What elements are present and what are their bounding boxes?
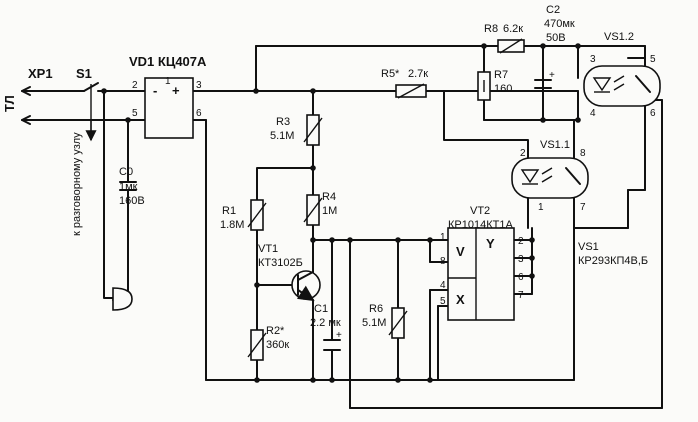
svg-text:R8: R8 xyxy=(484,23,498,35)
svg-text:R6: R6 xyxy=(369,303,383,315)
svg-text:2.7к: 2.7к xyxy=(408,68,428,80)
resistor-r6: R6 5.1М xyxy=(362,303,408,339)
svg-text:8: 8 xyxy=(580,148,586,159)
svg-text:6: 6 xyxy=(196,108,202,119)
vd1-bridge: VD1 КЦ407А 2 3 5 6 - + 1 xyxy=(129,54,207,139)
vs1-type: КР293КП4В,Б xyxy=(578,255,648,267)
svg-text:R7: R7 xyxy=(494,69,508,81)
resistor-r4: R4 1М xyxy=(303,191,337,226)
svg-text:1: 1 xyxy=(440,232,446,243)
optocoupler-vs11: VS1.1 2 1 8 7 xyxy=(511,139,589,213)
svg-text:5: 5 xyxy=(650,54,656,65)
svg-text:5.1М: 5.1М xyxy=(362,317,386,329)
svg-text:КР1014КТ1А: КР1014КТ1А xyxy=(448,219,513,231)
svg-text:6: 6 xyxy=(650,108,656,119)
svg-text:VT2: VT2 xyxy=(470,205,490,217)
svg-text:+: + xyxy=(336,330,342,341)
svg-text:5.1М: 5.1М xyxy=(270,130,294,142)
svg-text:R5*: R5* xyxy=(381,68,400,80)
svg-text:C1: C1 xyxy=(314,303,328,315)
svg-text:C2: C2 xyxy=(546,4,560,16)
svg-text:6.2к: 6.2к xyxy=(503,23,523,35)
svg-text:КТ3102Б: КТ3102Б xyxy=(258,257,303,269)
talk-node-label: к разговорному узлу xyxy=(71,132,83,236)
svg-text:3: 3 xyxy=(196,80,202,91)
svg-text:2: 2 xyxy=(132,80,138,91)
svg-text:+: + xyxy=(549,70,555,81)
svg-text:2.2 мк: 2.2 мк xyxy=(310,317,341,329)
resistor-r7: R7 160 xyxy=(477,69,512,101)
svg-text:8: 8 xyxy=(440,256,446,267)
resistor-r2: R2* 360к xyxy=(247,325,289,361)
svg-text:7: 7 xyxy=(580,202,586,213)
svg-text:4: 4 xyxy=(590,108,596,119)
svg-text:7: 7 xyxy=(518,290,524,301)
svg-text:1М: 1М xyxy=(322,205,337,217)
xp1-label: XP1 xyxy=(28,66,53,81)
capacitor-c0: C0 1мк 160В xyxy=(119,166,145,207)
resistor-r1: R1 1.8М xyxy=(220,199,267,231)
svg-text:3: 3 xyxy=(518,254,524,265)
svg-text:6: 6 xyxy=(518,272,524,283)
svg-text:V: V xyxy=(456,244,465,259)
chip-vt2: V X Y VT2 КР1014КТ1А 1 8 4 5 2 3 6 7 xyxy=(440,205,524,321)
vs1-name: VS1 xyxy=(578,241,599,253)
line-label: ТЛ xyxy=(2,95,17,112)
svg-text:1: 1 xyxy=(538,202,544,213)
svg-text:360к: 360к xyxy=(266,339,289,351)
svg-text:4: 4 xyxy=(440,280,446,291)
svg-text:5: 5 xyxy=(132,108,138,119)
transistor-vt1: VT1 КТ3102Б xyxy=(258,243,321,302)
svg-text:R4: R4 xyxy=(322,191,336,203)
svg-text:VT1: VT1 xyxy=(258,243,278,255)
optocoupler-vs12: VS1.2 3 4 5 6 xyxy=(583,31,661,119)
svg-text:1.8М: 1.8М xyxy=(220,219,244,231)
svg-text:5: 5 xyxy=(440,296,446,307)
svg-text:470мк: 470мк xyxy=(544,18,575,30)
resistor-r5: R5* 2.7к xyxy=(381,68,428,99)
vd1-label: VD1 КЦ407А xyxy=(129,54,207,69)
earpiece xyxy=(112,287,133,311)
svg-text:R3: R3 xyxy=(276,116,290,128)
capacitor-c1: C1 2.2 мк + xyxy=(310,303,342,351)
svg-text:+: + xyxy=(172,83,180,98)
svg-text:50В: 50В xyxy=(546,32,566,44)
resistor-r3: R3 5.1М xyxy=(270,114,323,146)
wires xyxy=(21,45,663,409)
svg-text:1мк: 1мк xyxy=(119,181,138,193)
svg-text:-: - xyxy=(153,83,157,98)
svg-text:2: 2 xyxy=(518,236,524,247)
svg-text:3: 3 xyxy=(590,54,596,65)
svg-text:VS1.1: VS1.1 xyxy=(540,139,570,151)
resistor-r8: R8 6.2к xyxy=(484,23,525,54)
svg-text:160В: 160В xyxy=(119,195,145,207)
line-input: XP1 S1 ТЛ xyxy=(2,66,97,142)
svg-text:1: 1 xyxy=(165,76,171,87)
svg-text:C0: C0 xyxy=(119,166,133,178)
capacitor-c2: C2 470мк 50В + xyxy=(534,4,575,121)
s1-label: S1 xyxy=(76,66,92,81)
svg-text:VS1.2: VS1.2 xyxy=(604,31,634,43)
svg-text:Y: Y xyxy=(486,236,495,251)
svg-text:R1: R1 xyxy=(222,205,236,217)
svg-text:160: 160 xyxy=(494,83,512,95)
svg-text:2: 2 xyxy=(520,148,526,159)
svg-text:R2*: R2* xyxy=(266,325,285,337)
svg-text:X: X xyxy=(456,292,465,307)
